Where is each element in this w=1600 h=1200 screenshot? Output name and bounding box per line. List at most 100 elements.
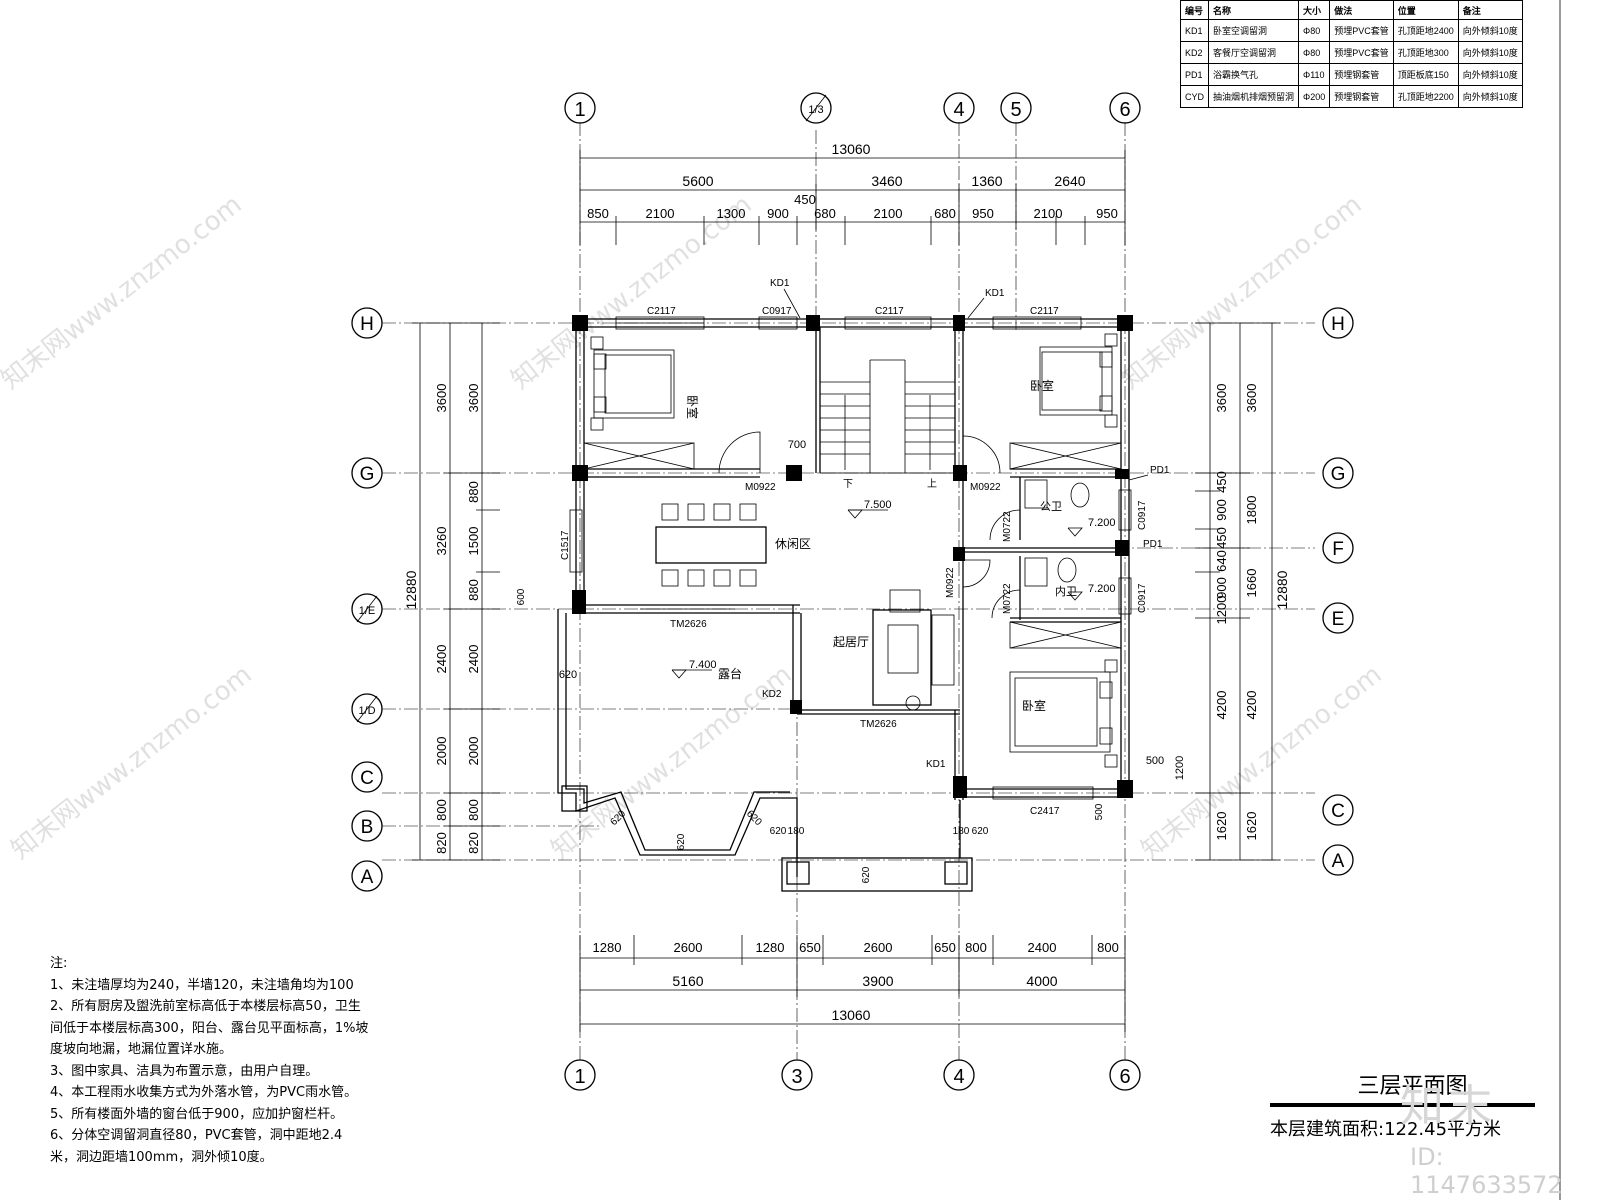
svg-text:3600: 3600 <box>1214 384 1229 413</box>
svg-text:5: 5 <box>1010 99 1021 121</box>
table-cell: 向外倾斜10度 <box>1457 19 1523 42</box>
svg-text:4000: 4000 <box>1026 973 1057 989</box>
furniture <box>583 333 1122 768</box>
svg-text:7.400: 7.400 <box>689 659 717 671</box>
table-cell: 向外倾斜10度 <box>1457 63 1523 86</box>
svg-text:800: 800 <box>434 799 449 821</box>
table-cell: KD2 <box>1179 41 1210 64</box>
staircase: 下 上 <box>819 326 956 490</box>
columns <box>572 315 1133 798</box>
toilet-en-suite <box>1057 557 1077 583</box>
table-header-cell: 大小 <box>1298 0 1331 20</box>
axis-bubble-top-6: 6 <box>1109 92 1141 124</box>
axis-bubble-top-1: 1 <box>564 92 596 124</box>
table-cell: 预埋PVC套管 <box>1329 41 1394 64</box>
note-line: 2、所有厨房及盥洗前室标高低于本楼层标高50，卫生 <box>50 999 361 1014</box>
axis-lines <box>382 122 1315 1060</box>
svg-text:820: 820 <box>466 832 481 854</box>
axis-bubble-left-1-E: 1/E <box>351 593 383 625</box>
svg-text:900: 900 <box>1214 499 1229 521</box>
svg-text:7.200: 7.200 <box>1088 583 1116 595</box>
svg-text:2000: 2000 <box>466 737 481 766</box>
table-cell: 预埋钢套管 <box>1329 63 1394 86</box>
note-line: 5、所有楼面外墙的窗台低于900，应加护窗栏杆。 <box>50 1106 344 1122</box>
bed-se <box>1009 659 1118 768</box>
table-cell: KD1 <box>1179 19 1210 42</box>
window-label: C2417 <box>1030 806 1060 817</box>
svg-text:2100: 2100 <box>874 206 903 221</box>
svg-text:900: 900 <box>767 206 789 221</box>
window-label: C1517 <box>560 530 571 560</box>
window-label: C2117 <box>647 306 676 317</box>
svg-text:620: 620 <box>770 826 787 837</box>
room-label-terrace: 露台 <box>718 666 742 681</box>
svg-text:2600: 2600 <box>864 940 893 955</box>
door-label: M0922 <box>745 482 776 493</box>
table-cell: 向外倾斜10度 <box>1457 85 1523 108</box>
room-label-en-suite: 内卫 <box>1055 584 1077 598</box>
bed-nw <box>590 336 675 431</box>
room-label-bedroom-se: 卧室 <box>1022 698 1046 713</box>
note-line: 4、本工程雨水收集方式为外落水管，为PVC雨水管。 <box>50 1085 358 1100</box>
axis-bubbles: 1 1/3 4 5 6 1 3 4 6 H G 1/E 1/D C B A H … <box>351 92 1354 1091</box>
table-cell: Φ200 <box>1298 85 1331 108</box>
svg-text:4200: 4200 <box>1214 691 1229 720</box>
hole-label: KD1 <box>770 278 790 289</box>
dining-chairs <box>661 503 757 587</box>
axis-bubble-right-H: H <box>1322 307 1354 339</box>
svg-text:2400: 2400 <box>1028 940 1057 955</box>
svg-text:2100: 2100 <box>1034 206 1063 221</box>
table-cell: 孔顶距地300 <box>1392 41 1459 64</box>
hole-label: KD2 <box>762 689 782 700</box>
table-header-cell: 做法 <box>1329 0 1394 20</box>
axis-bubble-left-B: B <box>351 810 383 842</box>
svg-text:800: 800 <box>466 799 481 821</box>
dim-top-total: 13060 <box>832 141 871 157</box>
svg-text:G: G <box>360 464 375 485</box>
svg-text:1/3: 1/3 <box>808 104 823 116</box>
svg-text:180: 180 <box>953 826 970 837</box>
svg-text:C: C <box>360 768 374 789</box>
hole-label: KD1 <box>926 759 946 770</box>
svg-text:3600: 3600 <box>434 384 449 413</box>
design-notes: 注: 1、未注墙厚均为240，半墙120，未注墙角均为100 2、所有厨房及盥洗… <box>50 953 380 1168</box>
svg-text:F: F <box>1332 539 1344 560</box>
svg-text:2400: 2400 <box>466 645 481 674</box>
door-label: TM2626 <box>670 619 707 630</box>
svg-text:880: 880 <box>466 481 481 503</box>
washbasin-en-suite <box>1024 557 1048 587</box>
axis-bubble-left-G: G <box>351 457 383 489</box>
svg-text:4200: 4200 <box>1244 691 1259 720</box>
svg-text:H: H <box>360 314 374 335</box>
svg-text:3: 3 <box>791 1066 802 1088</box>
dimension-lines <box>412 150 1280 1032</box>
svg-text:3260: 3260 <box>434 527 449 556</box>
dining-table <box>655 526 767 564</box>
svg-text:180: 180 <box>788 826 805 837</box>
axis-bubble-top-1-3: 1/3 <box>800 92 832 124</box>
svg-text:1/D: 1/D <box>358 705 375 717</box>
room-label-bedroom-nw: 卧室 <box>685 395 700 419</box>
svg-text:12880: 12880 <box>403 570 419 609</box>
svg-text:950: 950 <box>1096 206 1118 221</box>
svg-text:7.500: 7.500 <box>864 499 892 511</box>
windows <box>569 316 1132 800</box>
svg-text:6: 6 <box>1119 1066 1130 1088</box>
svg-text:2400: 2400 <box>434 645 449 674</box>
svg-text:1/E: 1/E <box>359 605 376 617</box>
axis-bubble-right-C: C <box>1322 794 1354 826</box>
window-label: C0917 <box>762 306 792 317</box>
window-label: C0917 <box>1137 500 1148 530</box>
table-row: KD1 卧室空调留洞 Φ80 预埋PVC套管 孔顶距地2400 向外倾斜10度 <box>1179 19 1523 42</box>
svg-text:1660: 1660 <box>1244 569 1259 598</box>
svg-text:600: 600 <box>516 588 527 605</box>
svg-text:1620: 1620 <box>1244 812 1259 841</box>
svg-text:1200: 1200 <box>1174 756 1186 780</box>
svg-text:1: 1 <box>574 99 585 121</box>
watermark-text: 知末网www.znzmo.com <box>0 190 248 396</box>
window-label: C0917 <box>1137 583 1148 613</box>
svg-text:880: 880 <box>466 579 481 601</box>
axis-bubble-right-A: A <box>1322 844 1354 876</box>
svg-text:2100: 2100 <box>646 206 675 221</box>
svg-text:900: 900 <box>1214 577 1229 599</box>
